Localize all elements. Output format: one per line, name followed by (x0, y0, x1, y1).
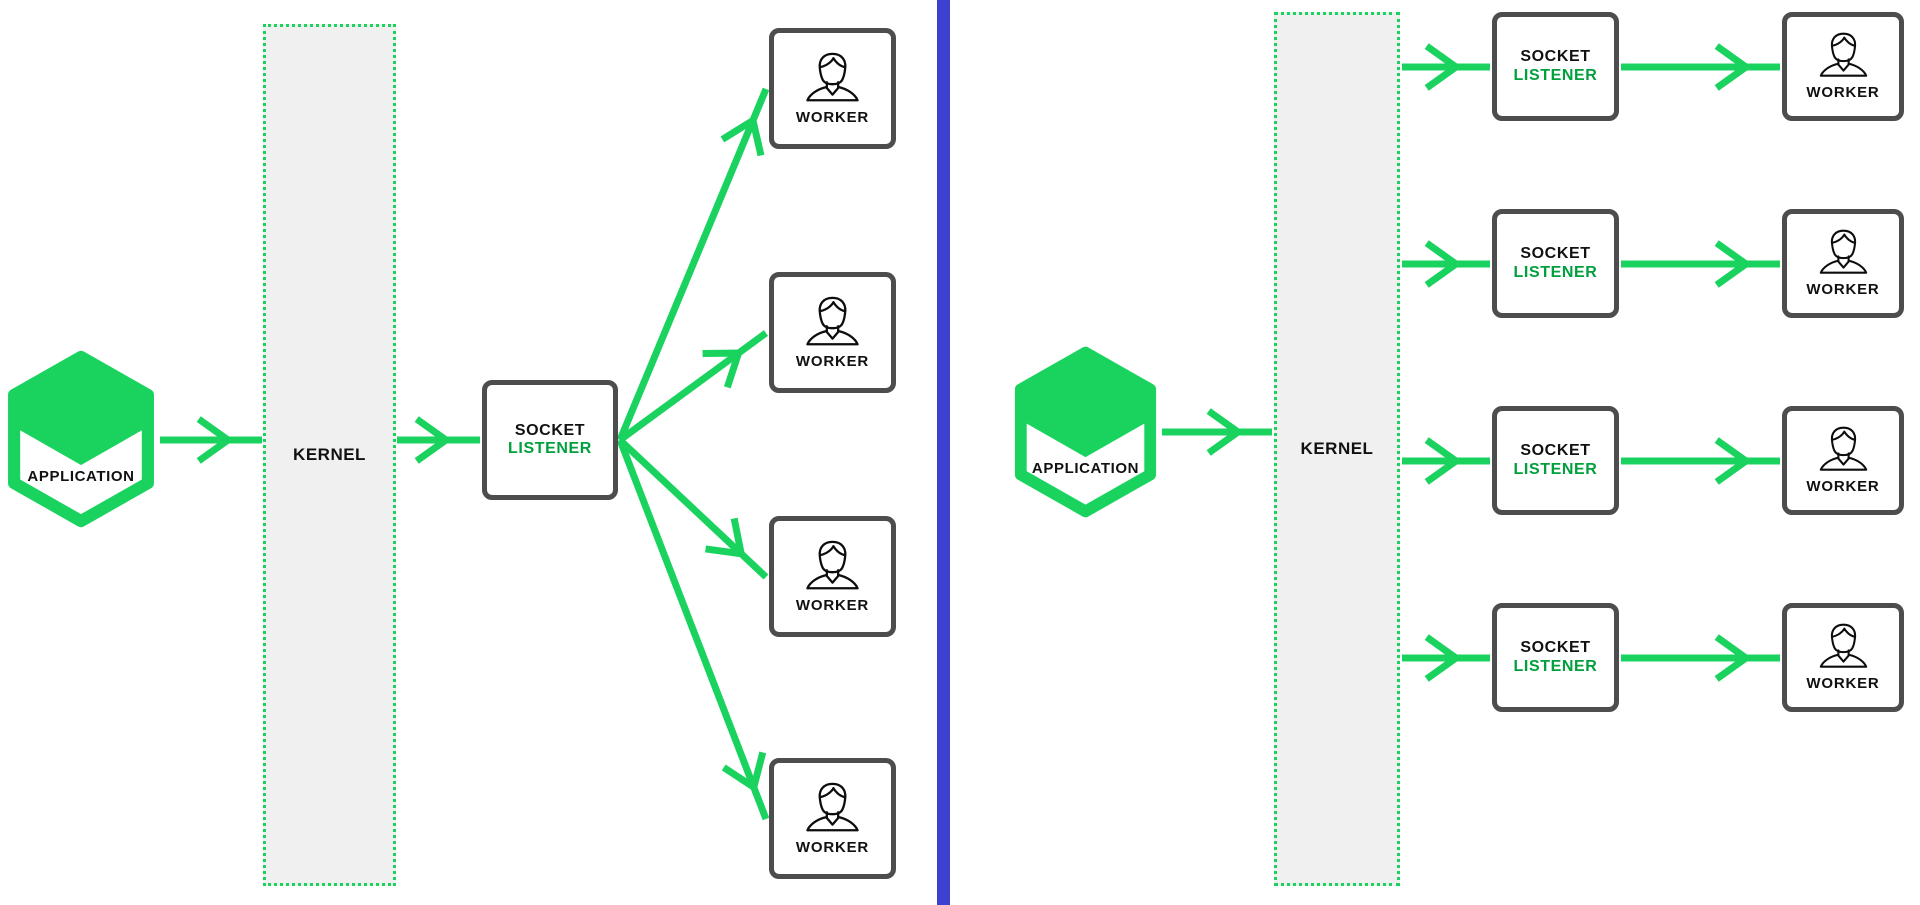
person-icon (1819, 229, 1867, 274)
worker-node[interactable]: WORKER (769, 758, 896, 879)
cube-icon (1014, 346, 1157, 518)
person-icon (1819, 32, 1867, 77)
socket-listener-to-worker-3 (617, 437, 769, 580)
arrow-right-icon (1424, 240, 1463, 288)
person-icon (1819, 426, 1867, 471)
kernel-to-socket-listener-3 (1402, 437, 1490, 485)
worker-label: WORKER (1806, 84, 1880, 101)
application-to-kernel (1162, 408, 1272, 456)
worker-node[interactable]: WORKER (1782, 406, 1904, 515)
worker-label: WORKER (795, 108, 870, 126)
worker-label: WORKER (1806, 281, 1880, 298)
person-icon (806, 296, 859, 345)
arrow-right-icon (720, 114, 765, 157)
socket-listener-text: SOCKET LISTENER (508, 422, 592, 459)
listener-label: LISTENER (1513, 657, 1598, 675)
application-node-right: APPLICATION (1012, 344, 1159, 520)
listener-label: LISTENER (1513, 460, 1598, 478)
worker-node[interactable]: WORKER (769, 272, 896, 393)
arrow-right-icon (1424, 634, 1463, 682)
arrow-right-icon (196, 416, 235, 464)
person-icon (806, 52, 859, 101)
worker-node[interactable]: WORKER (769, 28, 896, 149)
socket-label: SOCKET (514, 421, 586, 439)
worker-node[interactable]: WORKER (1782, 209, 1904, 318)
socket-listener-3-to-worker-3 (1621, 437, 1780, 485)
socket-label: SOCKET (1520, 639, 1591, 657)
worker-node[interactable]: WORKER (1782, 12, 1904, 121)
listener-label: LISTENER (508, 440, 592, 457)
worker-label: WORKER (1806, 675, 1880, 692)
arrow-right-icon (1714, 240, 1753, 288)
application-node-left: APPLICATION (5, 348, 157, 530)
worker-label: WORKER (795, 596, 870, 614)
worker-label: WORKER (1806, 478, 1880, 495)
arrow-right-icon (1424, 43, 1463, 91)
application-to-kernel (160, 416, 262, 464)
socket-listener-to-worker-4 (616, 438, 770, 821)
worker-label: WORKER (795, 838, 870, 856)
arrow-right-icon (1206, 408, 1245, 456)
person-icon (806, 782, 859, 831)
arrow-right-icon (1714, 437, 1753, 485)
worker-node[interactable]: WORKER (1782, 603, 1904, 712)
arrow-right-icon (414, 416, 453, 464)
arrow-right-icon (1424, 437, 1463, 485)
arrow-right-icon (1714, 634, 1753, 682)
kernel-to-socket-listener-4 (1402, 634, 1490, 682)
cube-icon (8, 350, 154, 528)
arrow-right-icon (1714, 43, 1753, 91)
socket-listener-1-to-worker-1 (1621, 43, 1780, 91)
socket-listener-2-to-worker-2 (1621, 240, 1780, 288)
listener-label: LISTENER (1513, 263, 1598, 281)
kernel-to-socket-listener (397, 416, 480, 464)
socket-label: SOCKET (1520, 245, 1591, 263)
kernel-label: KERNEL (293, 445, 366, 464)
socket-listener-to-worker-2 (617, 330, 769, 443)
kernel-zone-right: KERNEL (1274, 12, 1400, 886)
kernel-to-socket-listener-2 (1402, 240, 1490, 288)
kernel-to-socket-listener-1 (1402, 43, 1490, 91)
socket-label: SOCKET (1520, 48, 1591, 66)
person-icon (806, 540, 859, 589)
listener-label: LISTENER (1513, 66, 1598, 84)
socket-label: SOCKET (1520, 442, 1591, 460)
arrow-right-icon (702, 349, 744, 389)
worker-node[interactable]: WORKER (769, 516, 896, 637)
panel-divider (937, 0, 950, 905)
worker-label: WORKER (795, 352, 870, 370)
socket-listener-node-left[interactable]: SOCKET LISTENER (482, 380, 618, 500)
socket-listener-to-worker-1 (616, 87, 770, 442)
person-icon (1819, 623, 1867, 668)
kernel-label: KERNEL (1300, 439, 1374, 458)
socket-listener-4-to-worker-4 (1621, 634, 1780, 682)
arrow-right-icon (721, 751, 767, 793)
arrow-right-icon (705, 517, 746, 558)
kernel-zone-left: KERNEL (263, 24, 396, 886)
